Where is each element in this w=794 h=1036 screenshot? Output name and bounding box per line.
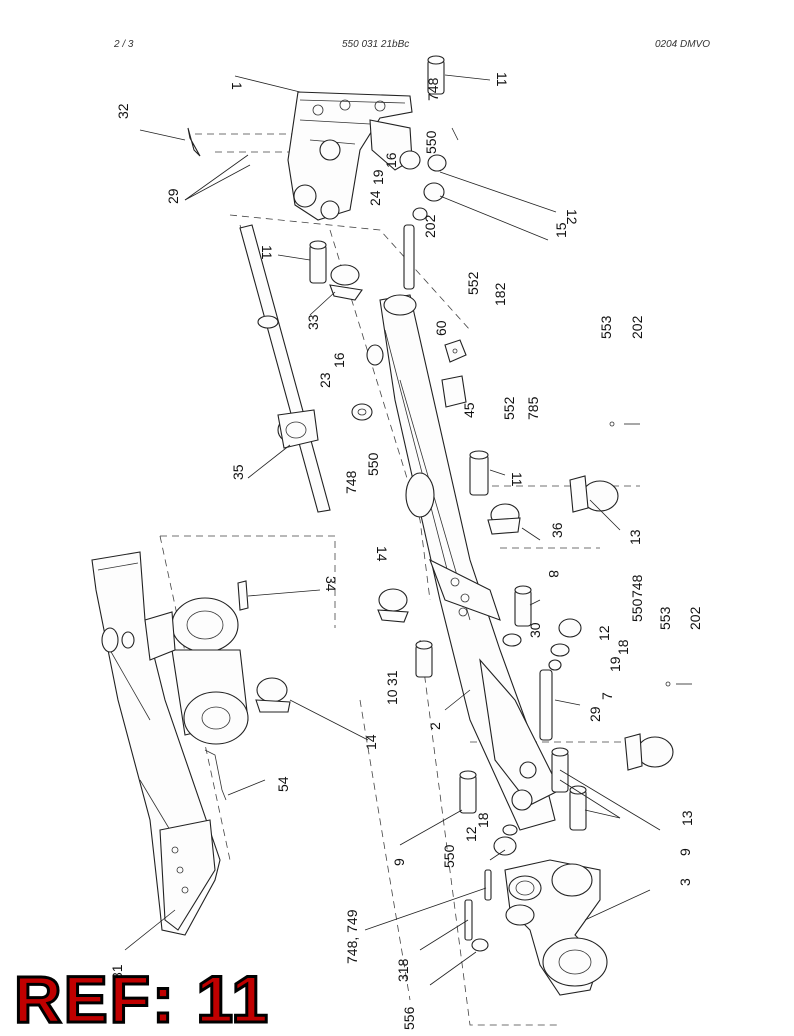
callout-550-lower: 550 [441,844,457,868]
callout-24: 24 [367,190,383,206]
fasteners-upper [187,127,459,290]
callout-12-lower: 12 [463,826,479,842]
clamp-36 [487,503,521,535]
callout-13-lower: 13 [679,810,695,826]
cap-12-mid [539,618,582,741]
callout-748-749: 748, 749 [344,909,360,964]
callout-8: 8 [546,570,562,578]
axle-beam [366,294,561,831]
callout-35: 35 [230,464,246,480]
bracket-13-upper [569,475,619,513]
callout-202: 202 [422,214,438,238]
callout-34: 34 [323,576,339,592]
callout-23: 23 [317,372,333,388]
revision-code: 0204 DMVO [655,39,711,50]
callout-9-left: 9 [391,858,407,866]
callout-12: 12 [564,209,580,225]
pin-8 [514,585,532,627]
pin-9-right-a [551,747,569,793]
callout-13-upper: 13 [627,529,643,545]
washer-23 [351,403,373,421]
callout-748: 748 [425,77,441,101]
bracket-13-lower [624,733,674,771]
reference-badge: REF: 11 [12,962,271,1036]
callout-11: 11 [494,72,510,87]
callout-3: 3 [677,878,693,886]
callout-30: 30 [527,622,543,638]
callout-1: 1 [229,82,245,90]
callout-785: 785 [525,396,541,420]
callout-748-c: 748 [629,574,645,598]
document-number: 550 031 21bBc [342,39,410,50]
callout-16: 16 [383,152,399,168]
callout-553-a: 553 [598,315,614,339]
callout-labels: 1 11 748 550 32 16 19 24 12 29 202 15 11… [109,72,703,1030]
rod-54 [204,749,227,801]
callout-11-left: 11 [259,245,275,260]
callout-202-a: 202 [629,315,645,339]
part-bracket-1 [287,91,413,221]
callout-31: 31 [384,670,400,686]
callout-11-mid: 11 [509,472,525,487]
callout-318: 318 [395,958,411,982]
block-60 [444,339,467,363]
block-45 [441,375,467,408]
callout-54: 54 [275,776,291,792]
callout-18-mid: 18 [615,639,631,655]
steering-knuckle-3 [504,859,608,996]
callout-14-lower: 14 [363,734,379,750]
clamp-35 [277,409,319,449]
pin-9-left [459,770,477,814]
callout-2: 2 [427,722,443,730]
pin-9-right-b [569,785,587,831]
callout-550: 550 [423,130,439,154]
callout-550-c: 550 [629,598,645,622]
cap-12-lower [493,824,518,856]
callout-60: 60 [433,320,449,336]
axle-housing [144,597,249,745]
bracket-34 [237,580,249,611]
callout-182: 182 [492,282,508,306]
callout-19-mid: 19 [607,656,623,672]
callout-33: 33 [305,314,321,330]
callout-10: 10 [384,689,400,705]
bolts-lower [464,869,492,952]
callout-202-b: 202 [687,606,703,630]
pin-11-top [427,55,445,95]
callout-18-lower: 18 [475,812,491,828]
callout-12-mid: 12 [596,625,612,641]
callout-29-b: 29 [587,706,603,722]
callout-556: 556 [401,1006,417,1030]
chassis-rail-81 [91,551,221,936]
callout-15: 15 [553,222,569,238]
small-screws-right [609,421,692,687]
pin-11-left [309,240,327,284]
callout-81: 81 [109,964,125,980]
clamp-14-small [377,588,409,623]
pin-11-mid [469,450,489,496]
callout-29: 29 [165,188,181,204]
callout-748-b: 748 [343,470,359,494]
callout-550-b: 550 [365,452,381,476]
callout-7: 7 [599,692,615,700]
callout-553-b: 553 [657,606,673,630]
leader-lines [124,74,661,986]
washer-30 [502,633,522,647]
callout-14-small: 14 [374,546,390,562]
callout-32: 32 [115,103,131,119]
callout-9-right: 9 [677,848,693,856]
clamp-14-lower [255,677,291,713]
page-number: 2 / 3 [114,39,134,50]
clamp-33 [329,264,363,301]
pin-31 [415,640,433,678]
callout-16-b: 16 [331,352,347,368]
callout-19: 19 [370,169,386,185]
callout-552-a: 552 [465,271,481,295]
callout-45: 45 [461,402,477,418]
callout-36: 36 [549,522,565,538]
callout-552-b: 552 [501,396,517,420]
